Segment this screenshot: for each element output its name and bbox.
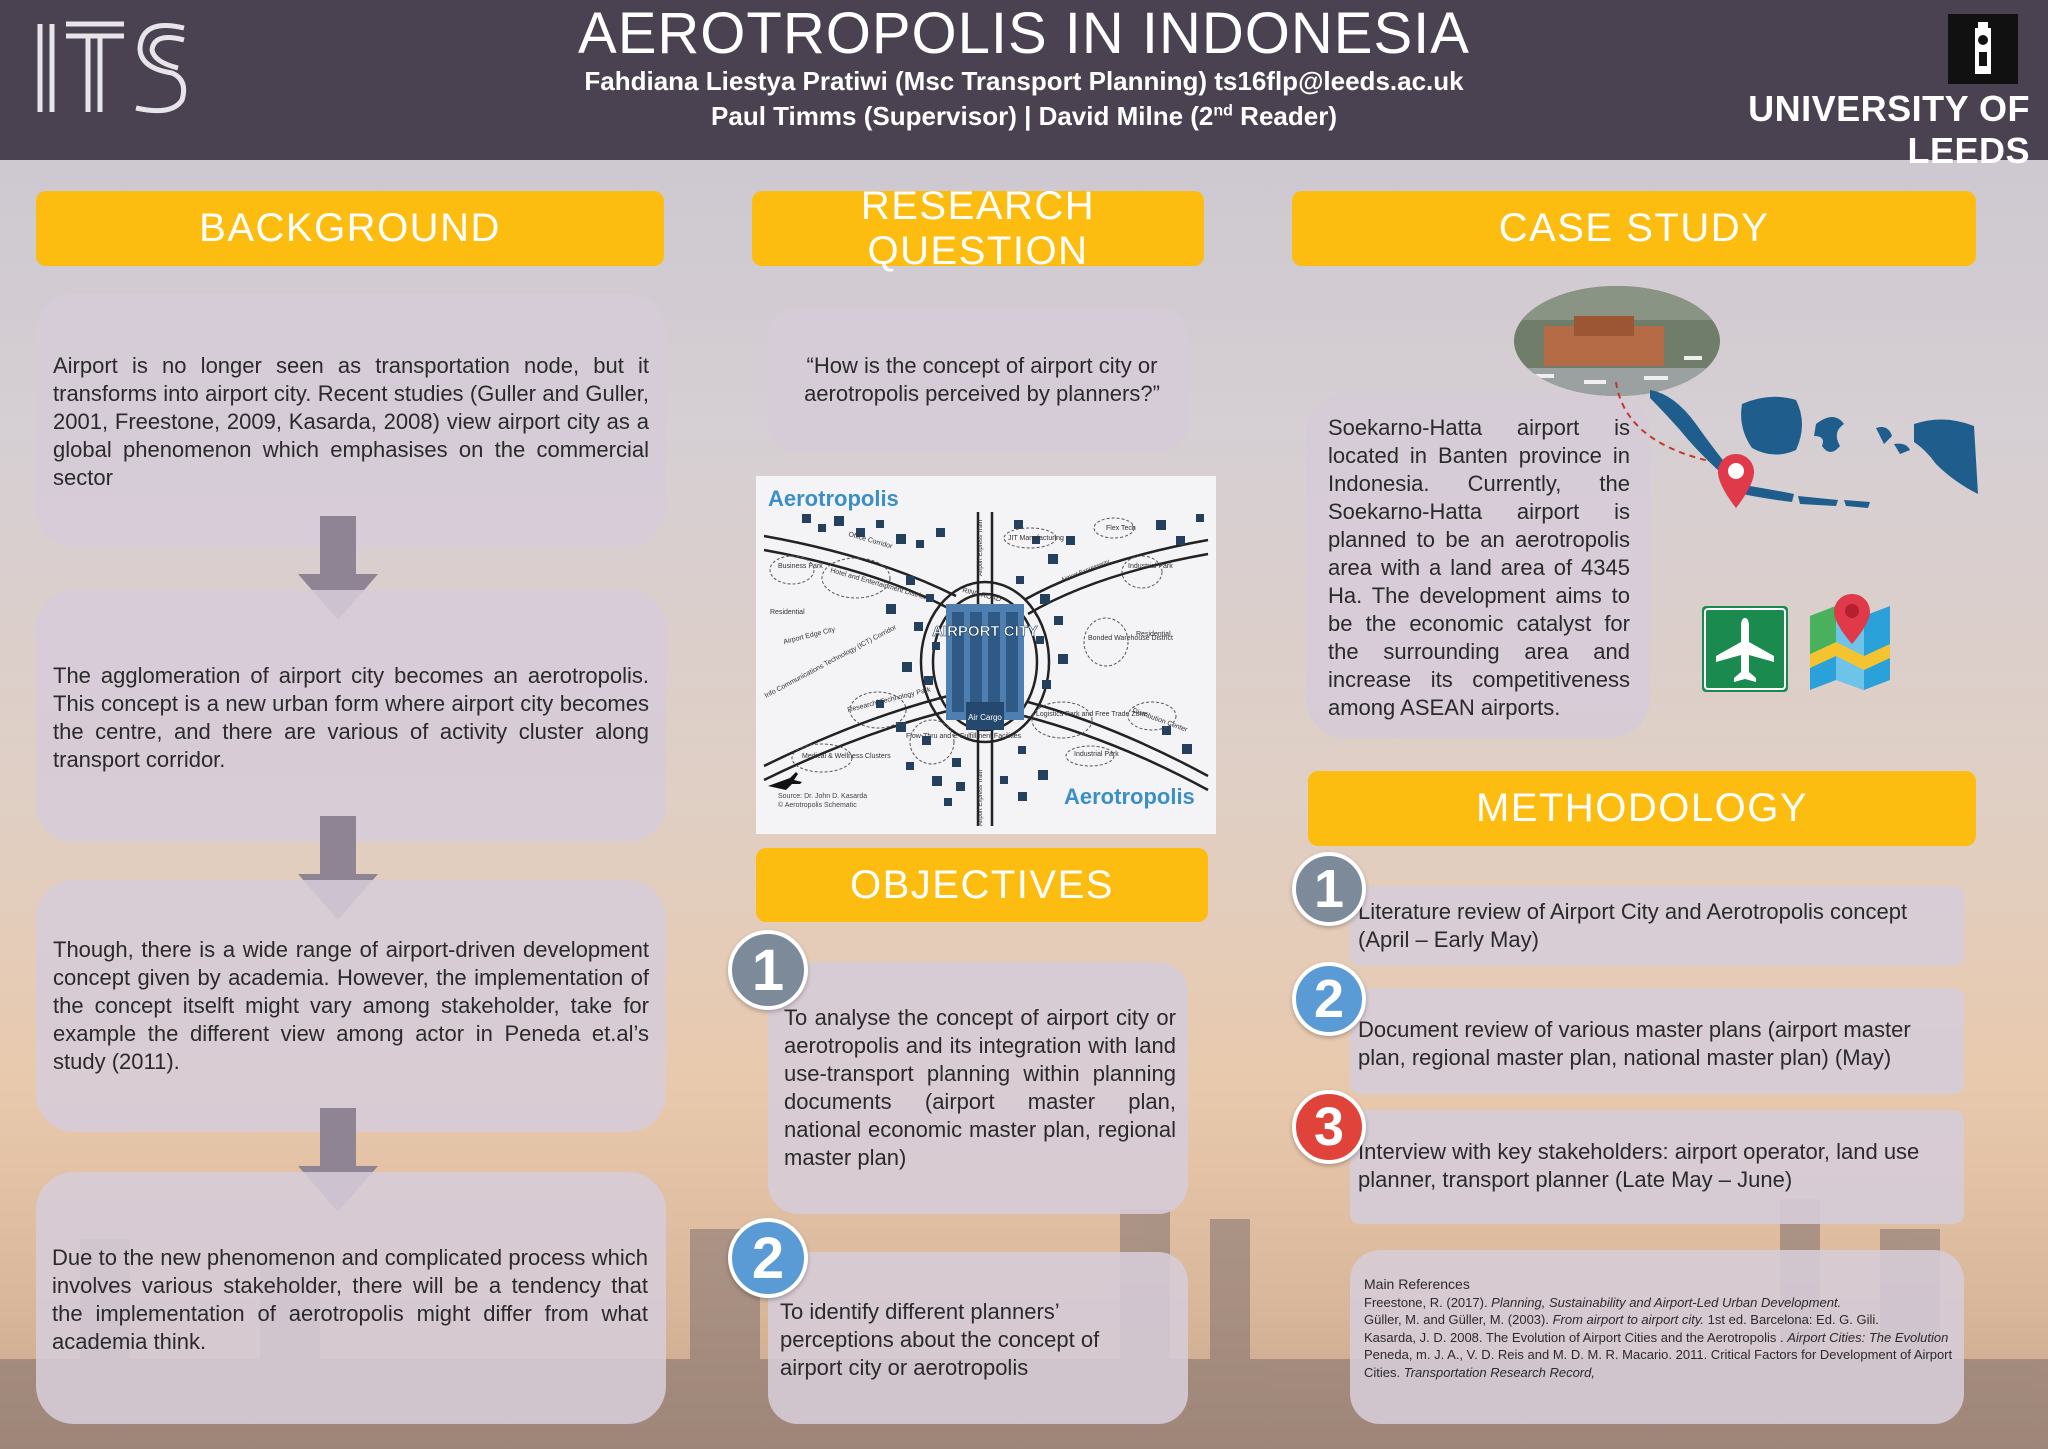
diagram-label-jit: JIT Manufacturing xyxy=(1008,535,1064,542)
methodology-number-3: 3 xyxy=(1292,1090,1366,1164)
methodology-number-1: 1 xyxy=(1292,852,1366,926)
diagram-source-line-2: © Aerotropolis Schematic xyxy=(778,801,857,809)
plane-icon xyxy=(768,772,802,790)
research-question-heading: RESEARCH QUESTION xyxy=(752,184,1204,273)
objectives-heading: OBJECTIVES xyxy=(756,848,1208,922)
background-box-1: Airport is no longer seen as transportat… xyxy=(36,294,666,546)
diagram-label-industrial-bottom: Industrial Park xyxy=(1074,751,1119,758)
methodology-text-2: Document review of various master plans … xyxy=(1358,1017,1911,1070)
diagram-air-cargo: Air Cargo xyxy=(968,713,1002,722)
methodology-box-2: Document review of various master plans … xyxy=(1350,988,1964,1094)
case-study-box: Soekarno-Hatta airport is located in Ban… xyxy=(1306,394,1650,738)
methodology-text-3: Interview with key stakeholders: airport… xyxy=(1358,1139,1920,1192)
background-heading: BACKGROUND xyxy=(36,191,664,266)
background-box-4: Due to the new phenomenon and complicate… xyxy=(36,1172,666,1424)
authors-line-2: Paul Timms (Supervisor) | David Milne (2… xyxy=(711,101,1337,131)
methodology-box-3: Interview with key stakeholders: airport… xyxy=(1350,1110,1964,1224)
objective-number-2: 2 xyxy=(728,1218,808,1298)
background-paragraph-4: Due to the new phenomenon and complicate… xyxy=(52,1245,648,1354)
diagram-label-residential-right: Residential xyxy=(1136,631,1171,638)
diagram-source-line-1: Source: Dr. John D. Kasarda xyxy=(778,793,867,800)
diagram-label-industrial-top: Industrial Park xyxy=(1128,563,1173,570)
diagram-label-residential-left: Residential xyxy=(770,609,805,616)
objective-text-1: To analyse the concept of airport city o… xyxy=(784,1005,1176,1170)
reference-2: Güller, M. and Güller, M. (2003). From a… xyxy=(1364,1312,1879,1327)
methodology-number-2: 2 xyxy=(1292,962,1366,1036)
diagram-label-bonded: Bonded Warehouse District xyxy=(1088,635,1173,642)
airport-aerial-photo xyxy=(1514,286,1720,396)
reference-4: Peneda, m. J. A., V. D. Reis and M. D. M… xyxy=(1364,1347,1953,1380)
methodology-text-1: Literature review of Airport City and Ae… xyxy=(1358,899,1908,952)
methodology-heading: METHODOLOGY xyxy=(1308,771,1976,846)
methodology-box-1: Literature review of Airport City and Ae… xyxy=(1350,886,1964,966)
diagram-label-flow: Flow-Thru and E-Fulfillment Facilities xyxy=(906,733,1022,740)
diagram-label-logistics: Logistics Park and Free Trade Zone xyxy=(1036,711,1147,718)
diagram-label-flex: Flex Tech xyxy=(1106,525,1136,532)
objective-text-2: To identify different planners’ percepti… xyxy=(780,1299,1100,1380)
aerotropolis-schematic: Aerotropolis Aerotropolis AIRPORT CITY A… xyxy=(756,476,1216,834)
case-study-text: Soekarno-Hatta airport is located in Ban… xyxy=(1328,415,1630,720)
authors-line-1: Fahdiana Liestya Pratiwi (Msc Transport … xyxy=(584,66,1464,96)
background-box-3: Though, there is a wide range of airport… xyxy=(36,880,666,1132)
diagram-title-bottom: Aerotropolis xyxy=(1064,784,1195,809)
header-bar: AEROTROPOLIS IN INDONESIA Fahdiana Liest… xyxy=(0,0,2048,171)
diagram-title-top: Aerotropolis xyxy=(768,486,899,511)
background-paragraph-2: The agglomeration of airport city become… xyxy=(53,663,649,772)
objective-box-2: To identify different planners’ percepti… xyxy=(768,1252,1188,1424)
its-logo xyxy=(37,21,187,114)
objective-box-1: To analyse the concept of airport city o… xyxy=(768,962,1188,1214)
diagram-label-business: Business Park xyxy=(778,563,823,570)
diagram-label-express-bottom: Airport Express Train xyxy=(978,770,984,826)
university-name: UNIVERSITY OF LEEDS xyxy=(1748,88,2030,171)
university-crest-icon xyxy=(1948,14,2018,84)
location-pin-icon xyxy=(1718,454,1754,508)
diagram-center-label: AIRPORT CITY xyxy=(932,623,1038,640)
references-list: Main References Freestone, R. (2017). Pl… xyxy=(1364,1276,1954,1381)
references-box: Main References Freestone, R. (2017). Pl… xyxy=(1350,1250,1964,1424)
indonesia-map xyxy=(1650,390,1978,508)
reference-3: Kasarda, J. D. 2008. The Evolution of Ai… xyxy=(1364,1329,1949,1345)
diagram-label-express-top: Airport Express Train xyxy=(978,520,984,576)
research-question-text: “How is the concept of airport city or a… xyxy=(804,353,1160,406)
references-heading: Main References xyxy=(1364,1276,1470,1292)
research-question-box: “How is the concept of airport city or a… xyxy=(768,308,1188,452)
case-study-heading: CASE STUDY xyxy=(1292,191,1976,266)
reference-1: Freestone, R. (2017). Planning, Sustaina… xyxy=(1364,1294,1842,1310)
objective-number-1: 1 xyxy=(728,930,808,1010)
map-app-icon xyxy=(1810,594,1890,690)
background-paragraph-1: Airport is no longer seen as transportat… xyxy=(53,353,649,490)
poster-title: AEROTROPOLIS IN INDONESIA xyxy=(578,1,1470,66)
diagram-label-medical: Medical & Wellness Clusters xyxy=(802,753,891,760)
airport-sign-icon xyxy=(1702,606,1788,692)
background-box-2: The agglomeration of airport city become… xyxy=(36,590,666,842)
background-paragraph-3: Though, there is a wide range of airport… xyxy=(53,937,649,1074)
